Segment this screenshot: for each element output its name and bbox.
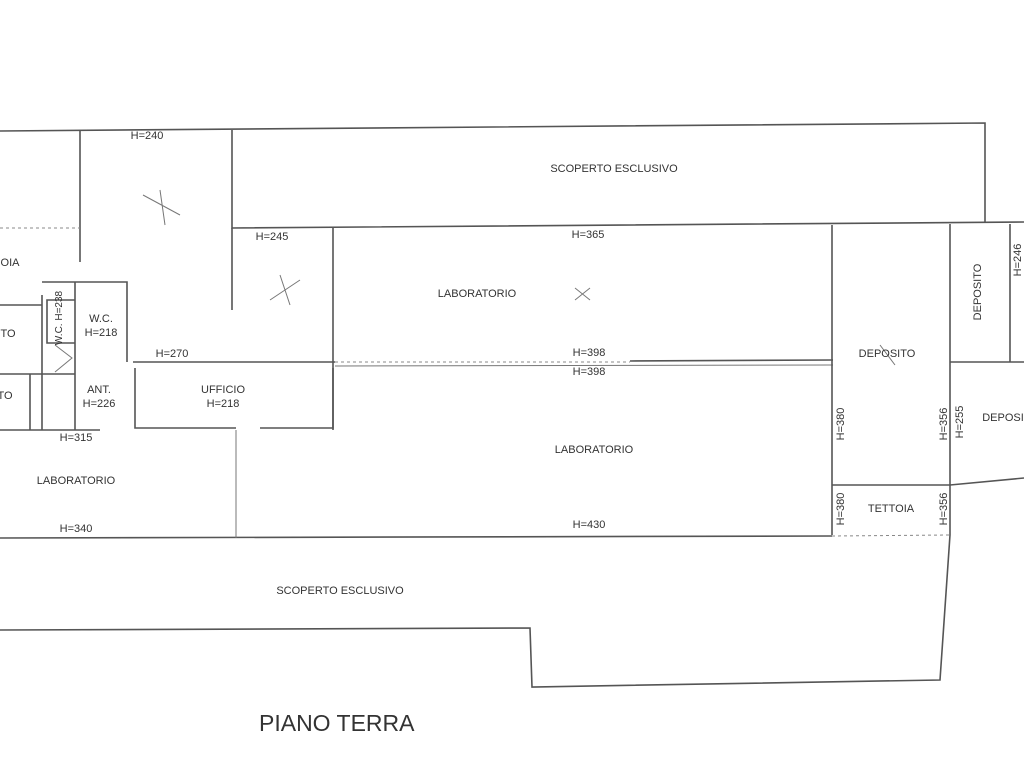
height-315: H=315 xyxy=(59,432,93,444)
height-380-b: H=380 xyxy=(835,492,847,526)
height-398-a: H=398 xyxy=(572,347,606,359)
height-380-a: H=380 xyxy=(835,407,847,441)
room-scoperto-bottom: SCOPERTO ESCLUSIVO xyxy=(276,585,404,597)
height-430: H=430 xyxy=(572,519,606,531)
height-255: H=255 xyxy=(954,405,966,439)
wall-mid-right xyxy=(629,359,834,362)
height-340: H=340 xyxy=(59,523,93,535)
height-356-a: H=356 xyxy=(938,407,950,441)
height-398-b: H=398 xyxy=(572,366,606,378)
wall-top xyxy=(0,122,986,222)
wall-bottom xyxy=(0,535,833,539)
height-365: H=365 xyxy=(571,229,605,241)
wall-deposito-small xyxy=(950,224,1024,363)
ant-label: ANT. xyxy=(87,384,111,396)
room-deposito-center: DEPOSITO xyxy=(858,348,916,360)
room-left-2: TO xyxy=(0,390,13,402)
room-tettoia: TETTOIA xyxy=(867,503,915,515)
room-wc-small: W.C. H=238 xyxy=(53,291,67,345)
room-laboratorio-left: LABORATORIO xyxy=(36,475,116,487)
wall-mid2 xyxy=(334,364,834,367)
wall-tettoia xyxy=(832,477,1024,486)
room-ant: ANT. H=226 xyxy=(83,383,116,411)
wall-wc xyxy=(0,281,128,431)
room-left-1: TO xyxy=(0,328,16,340)
wall-ufficio xyxy=(134,368,334,429)
wall-x333 xyxy=(231,228,334,430)
ant-height: H=226 xyxy=(82,398,116,410)
room-laboratorio-upper: LABORATORIO xyxy=(437,288,517,300)
room-wc: W.C. H=218 xyxy=(85,312,118,340)
wall-scoperto-bottom xyxy=(231,130,1024,229)
height-356-b: H=356 xyxy=(938,492,950,526)
ufficio-label: UFFICIO xyxy=(201,384,245,396)
room-scoperto-top: SCOPERTO ESCLUSIVO xyxy=(550,163,678,175)
wall-bottom-dashed xyxy=(831,534,951,537)
door-wc xyxy=(54,344,73,373)
ufficio-height: H=218 xyxy=(206,398,240,410)
floor-title: PIANO TERRA xyxy=(259,710,415,736)
room-tettoia-left: OIA xyxy=(0,257,20,269)
wc-small-label: W.C. xyxy=(54,323,65,346)
mark-cross xyxy=(142,189,896,366)
height-245: H=245 xyxy=(255,231,289,243)
wc-label: W.C. xyxy=(89,313,113,325)
room-laboratorio-main: LABORATORIO xyxy=(554,444,634,456)
wc-height: H=218 xyxy=(84,327,118,339)
height-270: H=270 xyxy=(155,348,189,360)
outer-bottom xyxy=(0,534,951,688)
room-ufficio: UFFICIO H=218 xyxy=(201,383,245,411)
wc-small-height: H=238 xyxy=(54,290,65,321)
room-deposito-small: DEPOSITO xyxy=(972,263,984,321)
room-deposito-right: DEPOSI xyxy=(982,412,1024,424)
height-240: H=240 xyxy=(130,130,164,142)
height-246: H=246 xyxy=(1012,243,1024,277)
